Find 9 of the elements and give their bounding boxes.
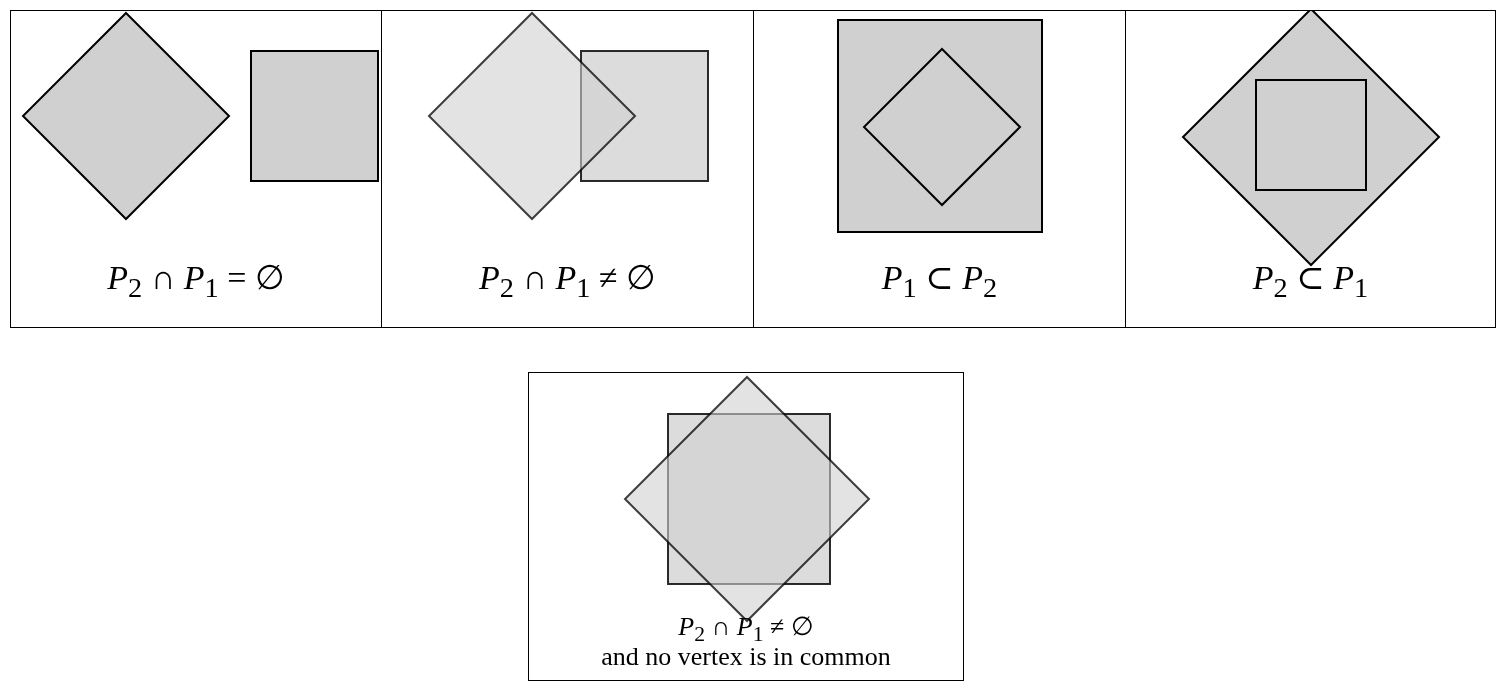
- figure-panel: [10, 10, 382, 328]
- figure-panel: [528, 372, 964, 681]
- set-relation-caption: P$_{2}$ ⊂ P$_{1}$: [1251, 259, 1370, 305]
- set-relation-caption: P$_{2}$ ∩ P$_{1}$ ≠ ∅: [477, 259, 658, 305]
- figure-panel: [753, 10, 1126, 328]
- set-relation-caption: P$_{2}$ ∩ P$_{1}$ = ∅: [106, 259, 286, 305]
- set-relation-caption: P$_{1}$ ⊂ P$_{2}$: [880, 259, 999, 305]
- figure-panel: [1125, 10, 1496, 328]
- figure-panel: [381, 10, 754, 328]
